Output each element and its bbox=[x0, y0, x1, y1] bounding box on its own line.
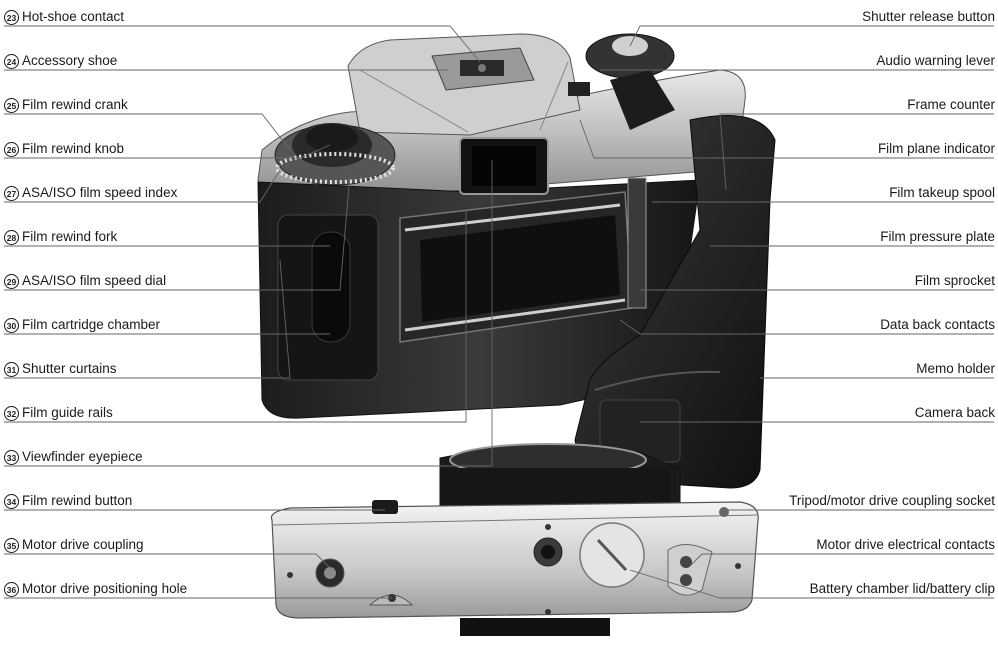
camera-back-door bbox=[574, 115, 776, 489]
label-camera-back: Camera back bbox=[914, 405, 995, 420]
label-number: 34 bbox=[4, 494, 19, 509]
camera-upper-body bbox=[257, 33, 776, 489]
label-number: 28 bbox=[4, 230, 19, 245]
label-film-sprocket: Film sprocket bbox=[914, 273, 995, 288]
label-number: 27 bbox=[4, 186, 19, 201]
label-frame-counter: Frame counter bbox=[907, 97, 995, 112]
label-number: 35 bbox=[4, 538, 19, 553]
label-number: 33 bbox=[4, 450, 19, 465]
camera-lower-body bbox=[270, 443, 759, 636]
label-film-pressure-plate: Film pressure plate bbox=[880, 229, 995, 244]
label-number: 30 bbox=[4, 318, 19, 333]
label-number: 32 bbox=[4, 406, 19, 421]
label-data-back-contacts: Data back contacts bbox=[880, 317, 995, 332]
label-number: 36 bbox=[4, 582, 19, 597]
right-callouts bbox=[579, 25, 994, 599]
label-audio-warning-lever: Audio warning lever bbox=[876, 53, 995, 68]
label-motor-drive-electrical-contacts: Motor drive electrical contacts bbox=[816, 537, 995, 552]
left-callouts bbox=[4, 25, 493, 599]
label-number: 31 bbox=[4, 362, 19, 377]
label-number: 23 bbox=[4, 10, 19, 25]
label-shutter-release-button: Shutter release button bbox=[862, 9, 995, 24]
label-film-plane-indicator: Film plane indicator bbox=[877, 141, 995, 156]
label-number: 26 bbox=[4, 142, 19, 157]
label-battery-chamber-lid: Battery chamber lid/battery clip bbox=[809, 581, 995, 596]
label-number: 24 bbox=[4, 54, 19, 69]
label-number: 29 bbox=[4, 274, 19, 289]
label-film-takeup-spool: Film takeup spool bbox=[889, 185, 995, 200]
label-memo-holder: Memo holder bbox=[916, 361, 995, 376]
label-number: 25 bbox=[4, 98, 19, 113]
label-tripod-socket: Tripod/motor drive coupling socket bbox=[789, 493, 995, 508]
